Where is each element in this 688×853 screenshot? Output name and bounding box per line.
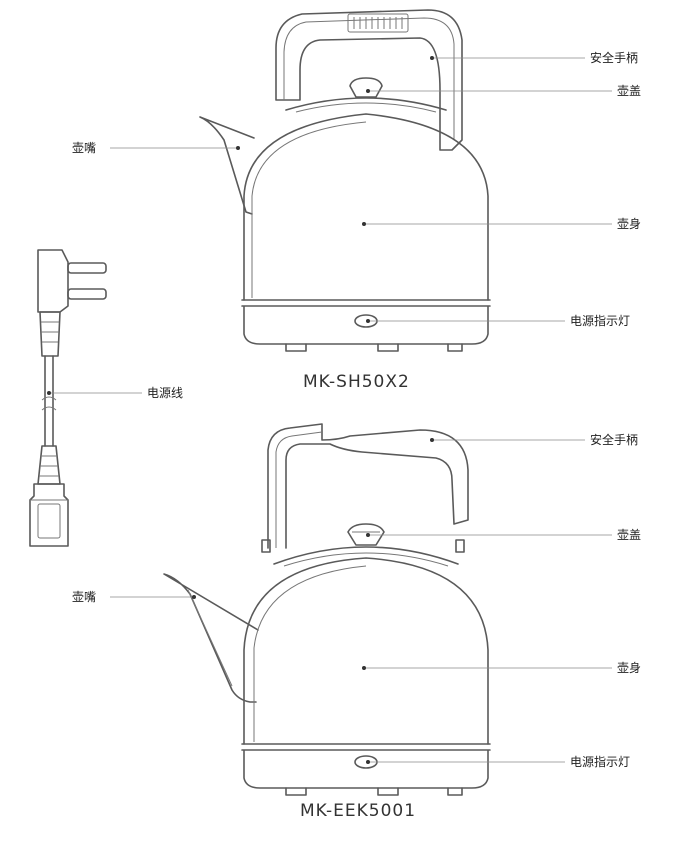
power-cord-label: 电源线: [147, 386, 184, 400]
kettle-bottom: [163, 423, 491, 796]
bottom-body-label: 壶身: [617, 661, 642, 675]
top-spout-label: 壶嘴: [72, 141, 97, 155]
bottom-handle: [267, 423, 469, 549]
top-body-label: 壶身: [617, 217, 642, 231]
top-body: [243, 113, 489, 301]
bottom-handle-label: 安全手柄: [590, 433, 639, 447]
bottom-lid-label: 壶盖: [617, 528, 642, 542]
top-lid-label: 壶盖: [617, 84, 642, 98]
top-leaders: [110, 56, 612, 323]
plug-head: [37, 249, 69, 313]
bottom-spout-label: 壶嘴: [72, 590, 97, 604]
top-lid-knob: [349, 77, 383, 98]
top-handle-grip: [347, 13, 409, 33]
kettle-top: [199, 9, 491, 352]
bottom-lid-knob: [347, 523, 385, 546]
bottom-base: [241, 743, 491, 789]
bottom-indicator-label: 电源指示灯: [570, 755, 631, 769]
bottom-lid: [273, 546, 459, 565]
top-spout: [199, 116, 255, 215]
top-model-name: MK-SH50X2: [303, 372, 410, 392]
appliance-connector: [29, 483, 69, 547]
top-base: [241, 299, 491, 345]
bottom-spout: [163, 573, 259, 703]
top-handle-label: 安全手柄: [590, 51, 639, 65]
bottom-leaders: [110, 438, 612, 764]
top-lid: [285, 97, 447, 111]
power-cord: [29, 249, 107, 547]
top-indicator-label: 电源指示灯: [570, 314, 631, 328]
bottom-model-name: MK-EEK5001: [300, 801, 417, 821]
top-handle: [275, 9, 463, 151]
bottom-body: [243, 557, 489, 745]
